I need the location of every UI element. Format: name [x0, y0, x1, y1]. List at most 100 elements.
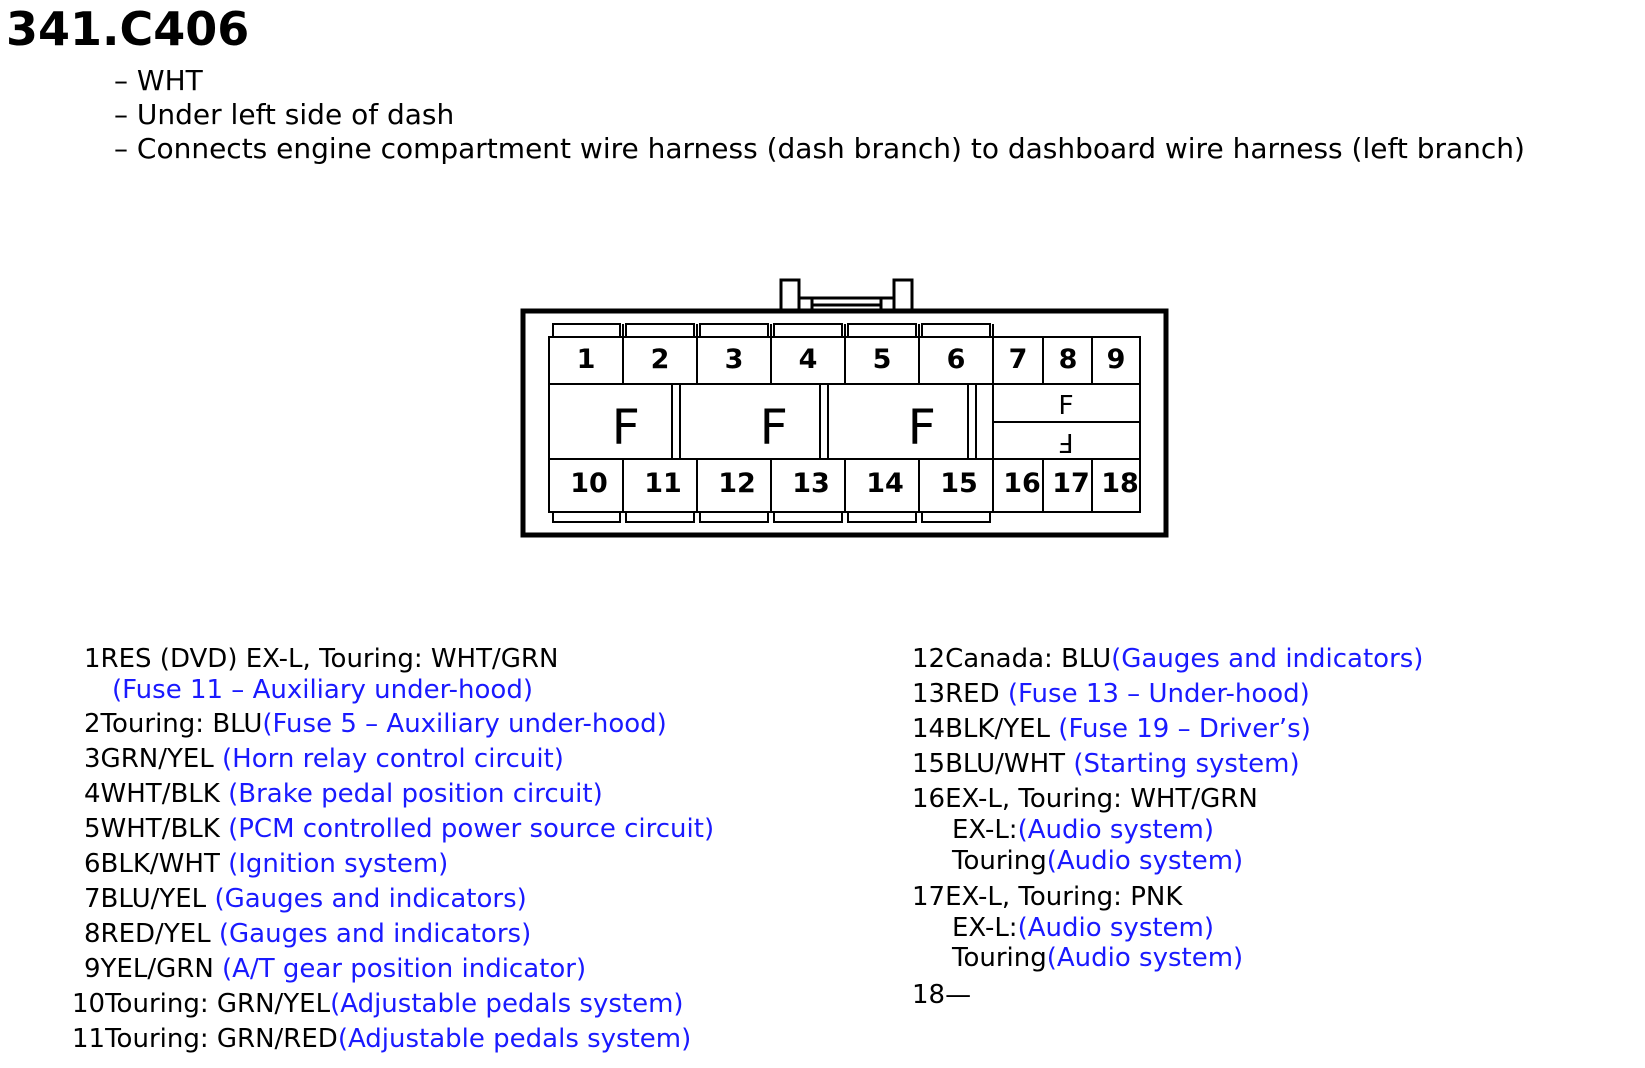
pin-row: 4WHT/BLK (Brake pedal position circuit) — [84, 777, 603, 811]
pin-number: 14 — [912, 714, 946, 744]
pin-row: EX-L:(Audio system) — [952, 911, 1214, 945]
pin-number: 6 — [84, 849, 101, 879]
pin-circuit: (PCM controlled power source circuit) — [228, 814, 715, 844]
pin-wire: GRN/YEL — [100, 744, 223, 774]
pin-wire: EX-L: — [952, 913, 1018, 943]
pin-wire: RED/YEL — [100, 919, 219, 949]
pin-label-7: 7 — [1009, 344, 1028, 375]
key-symbol-5: F — [1058, 427, 1074, 457]
pin-label-2: 2 — [651, 344, 670, 375]
pin-wire: — — [945, 980, 972, 1010]
pin-circuit: (Adjustable pedals system) — [330, 989, 684, 1019]
pin-wire: EX-L: — [952, 815, 1018, 845]
pin-circuit: (Audio system) — [1017, 913, 1215, 943]
pin-row: 14BLK/YEL (Fuse 19 – Driver’s) — [912, 712, 1311, 746]
pin-number: 17 — [912, 882, 946, 912]
pin-number: 1 — [84, 644, 101, 674]
pin-number: 4 — [84, 779, 101, 809]
pin-wire: WHT/BLK — [100, 814, 229, 844]
pin-label-11: 11 — [644, 468, 682, 499]
pin-number: 3 — [84, 744, 101, 774]
pin-label-1: 1 — [577, 344, 596, 375]
pin-circuit: (Ignition system) — [228, 849, 449, 879]
pin-row: 6BLK/WHT (Ignition system) — [84, 847, 448, 881]
pin-label-13: 13 — [792, 468, 830, 499]
description-color: WHT — [114, 64, 1525, 98]
key-symbol-4: F — [1058, 391, 1074, 421]
pin-wire: Touring — [952, 846, 1047, 876]
pin-row: 12Canada: BLU(Gauges and indicators) — [912, 642, 1423, 676]
pin-label-18: 18 — [1101, 468, 1139, 499]
pin-row: 11Touring: GRN/RED(Adjustable pedals sys… — [72, 1022, 691, 1056]
pin-number: 8 — [84, 919, 101, 949]
connector-description: WHT Under left side of dash Connects eng… — [114, 64, 1525, 166]
key-symbol-1: F — [611, 400, 640, 456]
pin-row: 15BLU/WHT (Starting system) — [912, 747, 1300, 781]
pin-circuit: (A/T gear position indicator) — [222, 954, 587, 984]
connector-title: 341.C406 — [6, 2, 250, 56]
pin-row: (Fuse 11 – Auxiliary under-hood) — [112, 673, 533, 707]
pin-number: 7 — [84, 884, 101, 914]
pin-wire: YEL/GRN — [100, 954, 223, 984]
pin-row: 5WHT/BLK (PCM controlled power source ci… — [84, 812, 714, 846]
pin-number: 18 — [912, 980, 946, 1010]
pin-circuit: (Audio system) — [1046, 846, 1244, 876]
pin-row: 3GRN/YEL (Horn relay control circuit) — [84, 742, 564, 776]
pin-wire: Touring — [952, 943, 1047, 973]
pin-label-10: 10 — [570, 468, 608, 499]
description-location: Under left side of dash — [114, 98, 1525, 132]
pin-wire: WHT/BLK — [100, 779, 229, 809]
pin-circuit: (Adjustable pedals system) — [337, 1024, 692, 1054]
pin-number: 5 — [84, 814, 101, 844]
connector-diagram: F F F F F 1 2 3 4 5 6 7 8 9 10 11 12 13 … — [520, 278, 1169, 538]
pin-wire: Touring: BLU — [100, 709, 263, 739]
pin-row: 17EX-L, Touring: PNK — [912, 880, 1182, 914]
pin-label-3: 3 — [725, 344, 744, 375]
pin-wire: EX-L, Touring: WHT/GRN — [945, 784, 1258, 814]
pin-row: 2Touring: BLU(Fuse 5 – Auxiliary under-h… — [84, 707, 667, 741]
pin-row: Touring(Audio system) — [952, 941, 1243, 975]
pin-row: 7BLU/YEL (Gauges and indicators) — [84, 882, 527, 916]
pin-circuit: (Starting system) — [1073, 749, 1300, 779]
pin-wire: BLK/YEL — [945, 714, 1059, 744]
pin-wire: Touring: GRN/YEL — [105, 989, 331, 1019]
pin-circuit: (Fuse 11 – Auxiliary under-hood) — [112, 675, 533, 705]
key-symbol-3: F — [907, 400, 936, 456]
pin-row: 8RED/YEL (Gauges and indicators) — [84, 917, 531, 951]
pin-label-9: 9 — [1107, 344, 1126, 375]
pin-row: 16EX-L, Touring: WHT/GRN — [912, 782, 1258, 816]
pin-wire: RES (DVD) EX-L, Touring: WHT/GRN — [100, 644, 559, 674]
pin-circuit: (Fuse 13 – Under-hood) — [1007, 679, 1310, 709]
pin-wire: BLU/WHT — [945, 749, 1074, 779]
pin-circuit: (Brake pedal position circuit) — [228, 779, 603, 809]
pin-row: 18— — [912, 978, 971, 1012]
pin-label-17: 17 — [1052, 468, 1090, 499]
pin-wire: Canada: BLU — [945, 644, 1112, 674]
pin-wire: RED — [945, 679, 1008, 709]
pin-label-6: 6 — [947, 344, 966, 375]
pin-label-14: 14 — [866, 468, 904, 499]
pin-number: 12 — [912, 644, 946, 674]
pin-row: Touring(Audio system) — [952, 844, 1243, 878]
pin-number: 13 — [912, 679, 946, 709]
pin-wire: EX-L, Touring: PNK — [945, 882, 1183, 912]
key-symbol-2: F — [759, 400, 788, 456]
pin-list-left: 1RES (DVD) EX-L, Touring: WHT/GRN (Fuse … — [72, 642, 714, 1056]
pin-row: EX-L:(Audio system) — [952, 813, 1214, 847]
pin-wire: Touring: GRN/RED — [105, 1024, 338, 1054]
pin-row: 1RES (DVD) EX-L, Touring: WHT/GRN — [84, 642, 558, 676]
pin-number: 11 — [72, 1024, 106, 1054]
pin-row: 10Touring: GRN/YEL(Adjustable pedals sys… — [72, 987, 684, 1021]
pin-row: 13RED (Fuse 13 – Under-hood) — [912, 677, 1310, 711]
pin-wire: BLK/WHT — [100, 849, 229, 879]
pin-label-4: 4 — [799, 344, 818, 375]
pin-row: 9YEL/GRN (A/T gear position indicator) — [84, 952, 586, 986]
pin-wire: BLU/YEL — [100, 884, 215, 914]
connector-inner — [548, 323, 1141, 523]
pin-number: 10 — [72, 989, 106, 1019]
pin-circuit: (Fuse 5 – Auxiliary under-hood) — [262, 709, 667, 739]
pin-circuit: (Horn relay control circuit) — [222, 744, 564, 774]
pin-circuit: (Audio system) — [1017, 815, 1215, 845]
pin-number: 9 — [84, 954, 101, 984]
